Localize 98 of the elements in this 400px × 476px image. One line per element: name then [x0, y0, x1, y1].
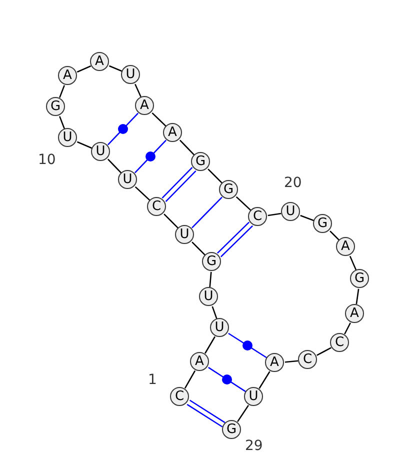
nucleotide-circle [281, 202, 300, 221]
base-letter: U [214, 319, 226, 336]
base-letter: U [248, 388, 260, 405]
nucleotide-circle [46, 97, 65, 116]
nucleotide-circle [191, 152, 210, 171]
backbone-line [107, 158, 122, 174]
base-letter: G [316, 215, 329, 232]
base-pair-line [192, 196, 222, 228]
nucleotide-circle [135, 96, 154, 115]
backbone-line [76, 141, 92, 149]
backbone-line [192, 242, 206, 256]
base-letter: G [225, 421, 238, 438]
nucleotide-circle [190, 352, 209, 371]
nucleotide-circle [248, 207, 267, 226]
backbone-line [59, 116, 65, 129]
base-pair-line [162, 166, 196, 202]
nucleotide-circle [336, 237, 355, 256]
base-pair-line [134, 140, 167, 174]
backbone-line [237, 404, 249, 422]
base-pair-line [216, 222, 254, 258]
base-letter: A [194, 353, 205, 370]
nucleotide-circle [202, 252, 221, 271]
nucleotide-circle [121, 65, 140, 84]
backbone-line [212, 306, 218, 319]
nucleotide-circle [147, 197, 166, 216]
nucleotide-circle [345, 304, 364, 323]
base-letter: A [94, 53, 105, 70]
base-letter: C [174, 388, 186, 405]
base-letter: U [62, 129, 74, 146]
base-letter: C [150, 198, 162, 215]
backbone-line [208, 168, 222, 184]
nucleotide-circle [330, 333, 349, 352]
nucleotide-circle [222, 420, 241, 439]
base-letter: G [353, 270, 366, 287]
base-pair-line [228, 332, 267, 358]
backbone-line [164, 214, 178, 228]
base-letter: A [167, 124, 178, 141]
base-letter: U [94, 143, 106, 160]
backbone-line [179, 140, 195, 156]
backbone-line [268, 212, 282, 216]
nucleotide-circle [298, 350, 317, 369]
base-letter: G [194, 153, 207, 170]
backbone-line [258, 371, 270, 389]
base-pair-line [208, 366, 246, 392]
backbone-line [349, 256, 357, 270]
base-letter: U [202, 288, 214, 305]
backbone-line [344, 322, 351, 334]
position-number: 1 [148, 372, 157, 388]
backbone-line [316, 347, 332, 356]
backbone-line [300, 214, 314, 222]
nucleotide-circle [265, 353, 284, 372]
nucleotide-circle [58, 128, 77, 147]
base-pair-line [186, 400, 226, 428]
backbone-line [134, 84, 142, 98]
base-letter: C [252, 208, 264, 225]
base-letter: U [178, 226, 190, 243]
base-letter: G [205, 253, 218, 270]
nucleotide-circle [219, 180, 238, 199]
base-letter: G [49, 98, 62, 115]
base-letter: U [284, 203, 296, 220]
base-pair-line [107, 112, 139, 146]
nucleotide-circle [90, 52, 109, 71]
nucleotide-circle [244, 387, 263, 406]
nucleotide-circle [199, 287, 218, 306]
base-letter: A [269, 354, 280, 371]
base-letter: G [222, 181, 235, 198]
nucleotide-circle [163, 123, 182, 142]
nucleotide-circle [350, 269, 369, 288]
nucleotide-circle [210, 318, 229, 337]
position-number: 10 [38, 152, 56, 168]
backbone-line [209, 272, 212, 288]
backbone-line [134, 186, 150, 201]
position-number: 20 [284, 175, 302, 191]
backbone-line [330, 230, 340, 240]
base-letter: A [62, 67, 73, 84]
base-letter: U [122, 171, 134, 188]
backbone-line [184, 370, 196, 389]
backbone-line [152, 112, 166, 127]
backbone-line [108, 65, 122, 72]
base-letter: A [139, 97, 150, 114]
base-letter: A [349, 305, 360, 322]
nucleotide-circle [175, 225, 194, 244]
base-letter: U [124, 66, 136, 83]
base-letter: C [302, 351, 314, 368]
base-letter: A [340, 238, 351, 255]
backbone-line [204, 336, 216, 354]
position-number: 29 [245, 438, 263, 454]
backbone-line [76, 65, 92, 73]
base-letter: C [334, 334, 346, 351]
backbone-line [284, 360, 298, 363]
backbone-line [59, 85, 65, 98]
backbone-line [236, 196, 252, 211]
nucleotide-circle [313, 214, 332, 233]
nucleotide-circle [118, 170, 137, 189]
nucleotide-circle [58, 66, 77, 85]
backbone-line [356, 288, 360, 304]
nucleotide-circle [91, 142, 110, 161]
nucleotide-circle [170, 387, 189, 406]
